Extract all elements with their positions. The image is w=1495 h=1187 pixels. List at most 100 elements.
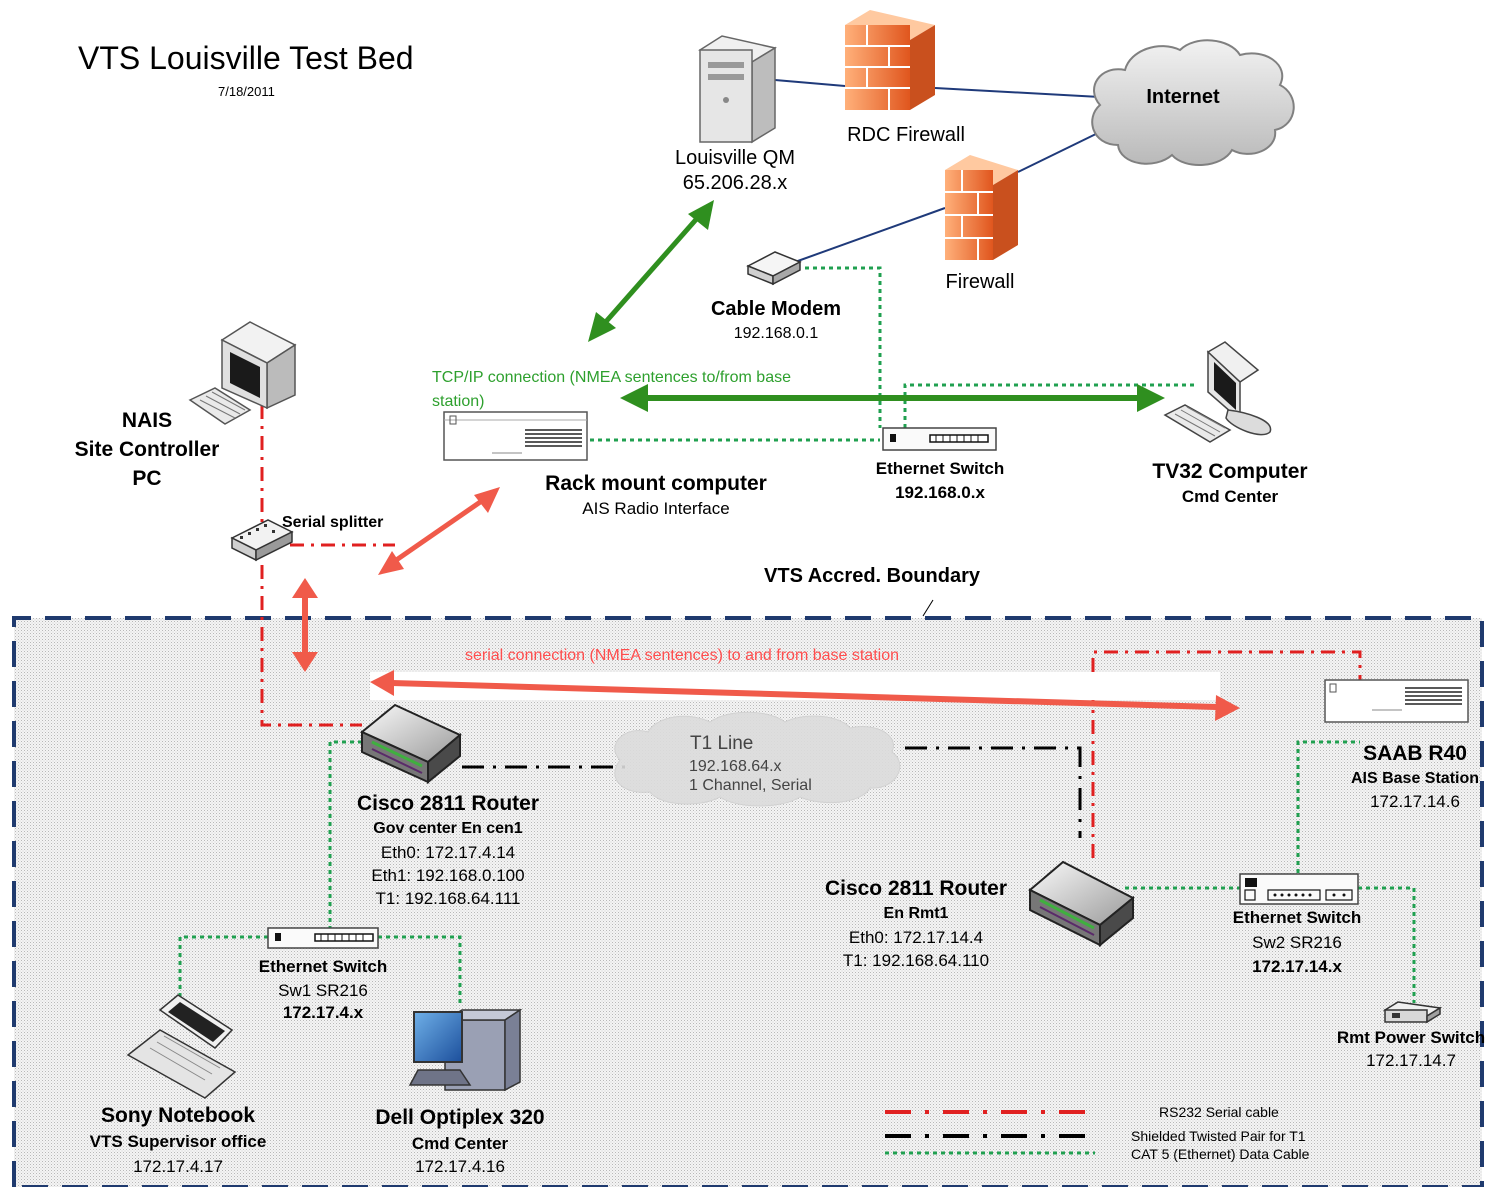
eth-switch-tv32 (903, 383, 1195, 428)
serial-arrow-horizontal-shaft (391, 680, 1217, 710)
legend-ethernet-label: CAT 5 (Ethernet) Data Cable (1131, 1146, 1310, 1162)
eth-sw2-power (1358, 886, 1416, 1003)
power-switch-label: Rmt Power Switch (1336, 1028, 1486, 1047)
rack-computer-icon (443, 411, 588, 461)
t1-cable (462, 746, 1082, 838)
serial-connection-label: serial connection (NMEA sentences) to an… (465, 647, 899, 664)
switch-sw1-ip: 172.17.4.x (282, 1003, 364, 1022)
power-switch-icon (1382, 1001, 1443, 1024)
rack-computer-label: Rack mount computer (545, 472, 767, 495)
link-rdcfw-internet (934, 87, 1101, 98)
tcp-connection-label: TCP/IP connection (NMEA sentences to/fro… (432, 369, 791, 410)
nais-label-2: Site Controller (74, 438, 220, 461)
link-firewall-internet (1017, 131, 1101, 173)
legend-lines (885, 1110, 1095, 1155)
legend-serial-label: RS232 Serial cable (1159, 1104, 1279, 1120)
serial-arrow-diagonal-head-down (378, 551, 404, 575)
modem-icon (746, 251, 802, 286)
rack-computer-sub: AIS Radio Interface (582, 499, 730, 518)
router-gov-label: Cisco 2811 Router (356, 792, 540, 815)
router-rmt-icon (1028, 860, 1135, 948)
tcp-arrows (588, 200, 1165, 412)
router-rmt-label: Cisco 2811 Router (824, 877, 1008, 900)
switch-sw1-label: Ethernet Switch (258, 957, 388, 976)
cable-modem-ip: 192.168.0.1 (733, 325, 819, 342)
diagram-date: 7/18/2011 (218, 84, 275, 99)
serial-arrow-diagonal-head-up (474, 487, 500, 513)
eth-modem-switch (805, 266, 882, 428)
switch-sw1-sub: Sw1 SR216 (278, 981, 368, 1000)
dell-sub: Cmd Center (411, 1134, 509, 1153)
boundary-label: VTS Accred. Boundary (764, 565, 980, 587)
router-rmt-eth0: Eth0: 172.17.14.4 (848, 928, 984, 947)
switch-sw2-ip: 172.17.14.x (1252, 957, 1342, 976)
dell-ip: 172.17.4.16 (415, 1157, 505, 1176)
nais-desktop-icon (188, 321, 297, 425)
nais-label-1: NAIS (121, 409, 173, 432)
switch-sw1-icon (267, 927, 379, 949)
router-rmt-t1: T1: 192.168.64.110 (842, 951, 990, 970)
serial-splitter-router (260, 565, 362, 727)
switch-sw2-sub: Sw2 SR216 (1252, 933, 1342, 952)
firewall-label: Firewall (945, 271, 1015, 293)
cable-modem-label: Cable Modem (710, 298, 842, 320)
tcp-arrow-left-head (620, 384, 648, 412)
eth-sw1-dell (378, 935, 462, 1003)
tcp-arrow-rack-qm-shaft (601, 213, 702, 327)
t1-cloud-router2 (905, 746, 1082, 838)
tv32-sub: Cmd Center (1181, 487, 1279, 506)
t1-line-sub: 1 Channel, Serial (689, 777, 812, 794)
server-icon (698, 35, 777, 144)
saab-ip: 172.17.14.6 (1370, 792, 1460, 811)
link-modem-firewall (794, 207, 946, 263)
router-gov-sub: Gov center En cen1 (373, 820, 523, 837)
router-gov-eth1: Eth1: 192.168.0.100 (371, 866, 525, 885)
nais-label-3: PC (132, 467, 162, 490)
serial-router2-saab (1091, 650, 1362, 858)
qm-ip: 65.206.28.x (682, 172, 788, 194)
router-gov-icon (360, 703, 462, 785)
eth-switch-top-ip: 192.168.0.x (895, 483, 985, 502)
tv32-desktop-icon (1163, 341, 1272, 443)
power-switch-ip: 172.17.14.7 (1366, 1051, 1456, 1070)
serial-arrow-diagonal-shaft (390, 495, 488, 566)
accreditation-boundary-line (12, 616, 1484, 1187)
router-gov-t1: T1: 192.168.64.111 (375, 889, 521, 908)
sony-label: Sony Notebook (100, 1104, 256, 1127)
switch-sw2-icon (1239, 873, 1359, 905)
ethernet-cables (178, 266, 1416, 1003)
internet-label: Internet (1146, 86, 1220, 108)
serial-cables (260, 405, 1362, 858)
tcp-arrow-qm-head (688, 200, 714, 230)
serial-splitter-label: Serial splitter (282, 514, 384, 531)
laptop-icon (126, 994, 237, 1099)
switch-sw2-label: Ethernet Switch (1232, 908, 1362, 927)
eth-sw2-saab (1296, 740, 1360, 873)
eth-router-sw1 (328, 740, 362, 928)
eth-switch-top-icon (882, 427, 997, 451)
serial-arrows (292, 487, 1240, 721)
qm-label: Louisville QM (674, 147, 796, 169)
tcp-arrow-right-head (1137, 384, 1165, 412)
serial-arrow-horizontal-head-right (1215, 695, 1240, 721)
tcp-arrow-rack-head (588, 312, 616, 342)
serial-arrow-vertical-head-down (292, 652, 318, 672)
tv32-label: TV32 Computer (1152, 460, 1308, 483)
internet-cloud-icon (1091, 39, 1295, 167)
boundary-label-leader (922, 599, 934, 617)
t1-line-label: T1 Line (690, 733, 754, 754)
sony-ip: 172.17.4.17 (133, 1157, 223, 1176)
router-gov-eth0: Eth0: 172.17.4.14 (380, 843, 516, 862)
rdc-firewall-icon (845, 10, 935, 110)
router-rmt-sub: En Rmt1 (883, 905, 949, 922)
tower-computer-icon (408, 1008, 523, 1092)
saab-label: SAAB R40 (1363, 742, 1467, 765)
t1-line-ip: 192.168.64.x (689, 758, 782, 775)
sony-sub: VTS Supervisor office (89, 1132, 267, 1151)
link-qm-rdcfw (774, 79, 846, 87)
diagram-title: VTS Louisville Test Bed (78, 40, 414, 76)
saab-base-station-icon (1324, 679, 1469, 723)
t1-cloud-icon (614, 711, 901, 807)
